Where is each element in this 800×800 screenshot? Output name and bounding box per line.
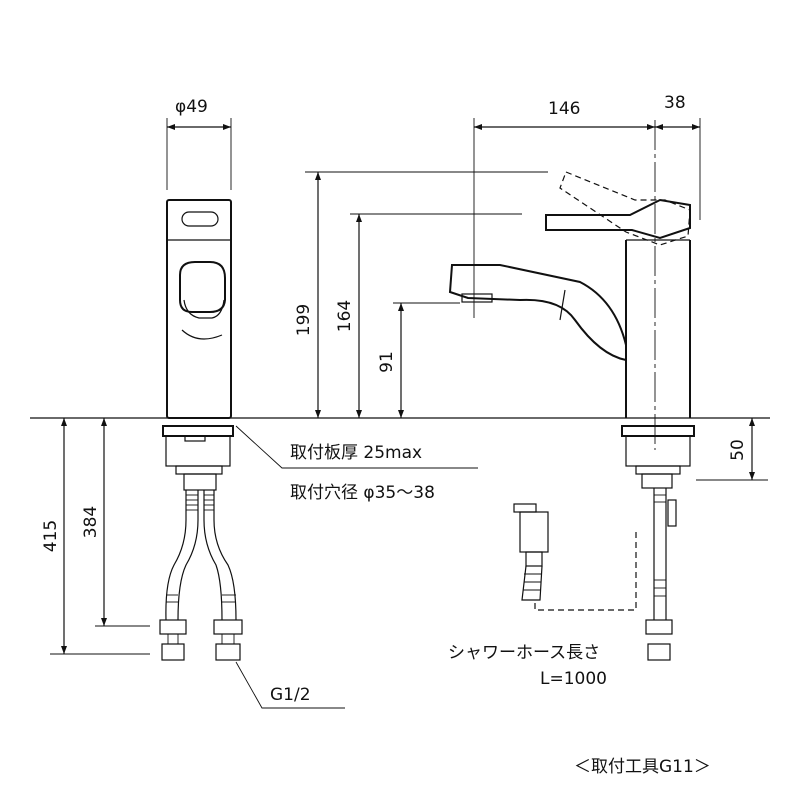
dim-199: 199 [294, 304, 314, 336]
note-hose-length: シャワーホース長さ [448, 643, 600, 663]
note-thread: G1/2 [270, 685, 311, 705]
dim-384: 384 [81, 506, 101, 538]
dim-diameter-49: φ49 [175, 97, 208, 117]
depth-dimensions [50, 418, 150, 655]
faucet-body-front [166, 199, 232, 419]
leader-plate [235, 425, 478, 469]
note-installation-tool: ＜取付工具G11＞ [574, 757, 711, 777]
note-hole-diameter: 取付穴径 φ35〜38 [290, 483, 435, 503]
note-hose-length-value: L=1000 [540, 669, 607, 689]
dim-50: 50 [728, 439, 748, 461]
dim-146: 146 [548, 99, 580, 119]
side-view [448, 120, 695, 661]
front-view [159, 118, 243, 661]
height-dimensions [305, 171, 548, 418]
dim-415: 415 [41, 520, 61, 552]
note-plate-thickness: 取付板厚 25max [290, 443, 422, 463]
leader-thread [235, 661, 345, 709]
base-height-dimension [696, 418, 768, 481]
dim-164: 164 [335, 300, 355, 332]
dim-38: 38 [664, 93, 686, 113]
reach-dimensions [473, 118, 701, 318]
dim-91: 91 [377, 351, 397, 373]
